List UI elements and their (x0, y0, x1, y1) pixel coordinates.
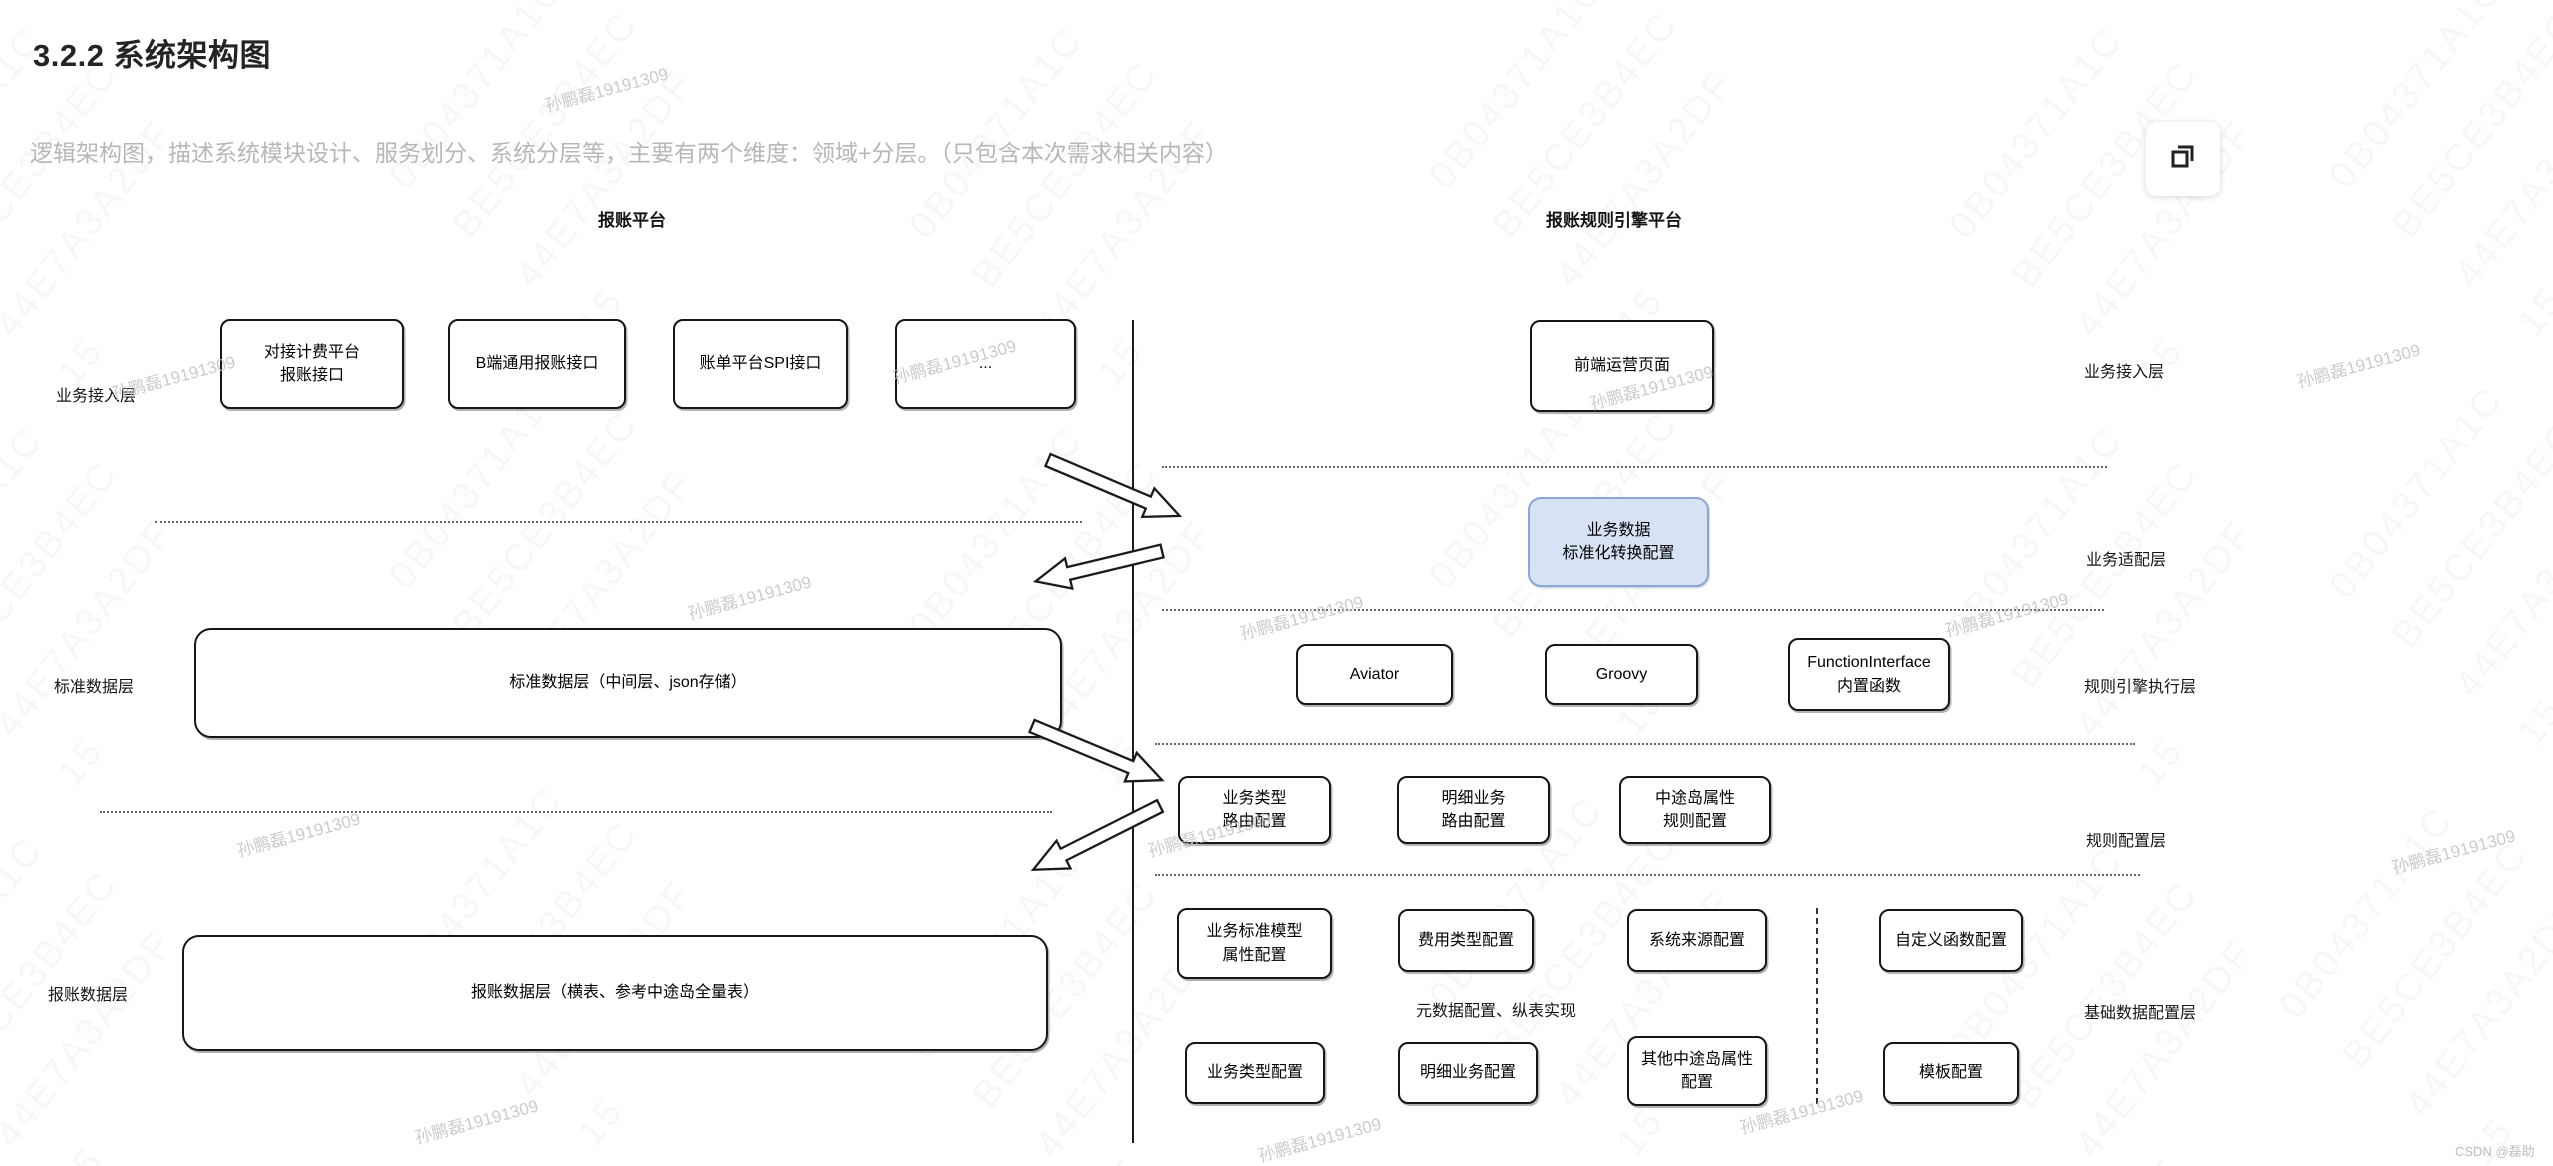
watermark-username: 孙鹏磊19191309 (413, 1096, 541, 1148)
layer-label-right-rule-config: 规则配置层 (2086, 833, 2167, 850)
layer-label-right-base-config: 基础数据配置层 (2084, 1005, 2197, 1022)
watermark-hash: 0B04371A1C BE5CE3B4EC 44E7A3A2DF 15 (1927, 0, 2348, 406)
node-billing-platform-interface: 对接计费平台 报账接口 (220, 319, 404, 409)
watermark-hash: 0B04371A1C BE5CE3B4EC 44E7A3A2DF 15 (2307, 353, 2553, 766)
arrow-right-to-left-bottom (1030, 798, 1165, 872)
watermark-username: 孙鹏磊19191309 (1238, 592, 1366, 644)
page-subtitle: 逻辑架构图，描述系统模块设计、服务划分、系统分层等，主要有两个维度：领域+分层。… (30, 140, 1228, 166)
watermark-hash: 0B04371A1C BE5CE3B4EC 44E7A3A2DF 15 (1407, 0, 1828, 356)
layer-label-left-access: 业务接入层 (56, 388, 137, 405)
node-standard-model-attr-config: 业务标准模型 属性配置 (1177, 908, 1332, 979)
copy-button[interactable] (2146, 122, 2220, 196)
copy-icon (2167, 141, 2199, 178)
node-b2b-general-interface: B端通用报账接口 (448, 319, 626, 409)
node-template-config: 模板配置 (1883, 1042, 2019, 1104)
node-groovy: Groovy (1545, 644, 1698, 705)
base-config-group-divider (1816, 908, 1818, 1104)
node-midway-attr-rule-config: 中途岛属性 规则配置 (1619, 776, 1771, 844)
node-business-type-route-config: 业务类型 路由配置 (1178, 776, 1331, 844)
watermark-username: 孙鹏磊19191309 (686, 572, 814, 624)
node-frontend-ops-page: 前端运营页面 (1530, 320, 1714, 412)
node-more-ellipsis: ... (895, 319, 1076, 409)
node-aviator: Aviator (1296, 644, 1453, 705)
node-business-data-standardize-config: 业务数据 标准化转换配置 (1528, 497, 1709, 587)
base-config-note: 元数据配置、纵表实现 (1415, 1003, 1576, 1020)
watermark-username: 孙鹏磊19191309 (235, 809, 363, 861)
watermark-username: 孙鹏磊19191309 (1256, 1114, 1384, 1166)
layer-label-left-standard: 标准数据层 (54, 679, 135, 696)
watermark-hash: 0B04371A1C BE5CE3B4EC 44E7A3A2DF 15 (1927, 813, 2348, 1166)
watermark-username: 孙鹏磊19191309 (2390, 826, 2518, 878)
node-detail-business-config: 明细业务配置 (1398, 1042, 1538, 1104)
layer-label-right-engine: 规则引擎执行层 (2084, 679, 2197, 696)
watermark-hash: 0B04371A1C BE5CE3B4EC 44E7A3A2DF 15 (0, 393, 268, 806)
platform-title-right: 报账规则引擎平台 (1546, 211, 1682, 230)
arrow-right-to-left-middle (1032, 543, 1165, 590)
node-business-type-config: 业务类型配置 (1185, 1042, 1325, 1104)
watermark-username: 孙鹏磊19191309 (1943, 589, 2071, 641)
node-other-midway-attr-config: 其他中途岛属性 配置 (1627, 1036, 1767, 1106)
watermark-hash: 0B04371A1C BE5CE3B4EC 44E7A3A2DF 15 (2257, 773, 2553, 1166)
node-system-source-config: 系统来源配置 (1627, 909, 1767, 972)
node-custom-function-config: 自定义函数配置 (1879, 909, 2023, 972)
right-layer-separator-1 (1162, 466, 2107, 468)
watermark-hash: 0B04371A1C BE5CE3B4EC 44E7A3A2DF 15 (2307, 0, 2553, 356)
node-standard-data-layer: 标准数据层（中间层、json存储） (194, 628, 1062, 738)
watermark-username: 孙鹏磊19191309 (543, 64, 671, 116)
node-fee-type-config: 费用类型配置 (1398, 909, 1534, 972)
page-title: 3.2.2 系统架构图 (33, 38, 272, 73)
node-function-interface: FunctionInterface 内置函数 (1788, 638, 1950, 711)
right-layer-separator-2 (1162, 609, 2104, 611)
layer-label-left-report: 报账数据层 (48, 987, 129, 1004)
right-layer-separator-3 (1155, 743, 2135, 745)
layer-label-right-access: 业务接入层 (2084, 364, 2165, 381)
watermark-username: 孙鹏磊19191309 (2295, 340, 2423, 392)
layer-label-right-adapter: 业务适配层 (2086, 552, 2167, 569)
arrow-left-to-right-top (1043, 452, 1183, 519)
node-detail-business-route-config: 明细业务 路由配置 (1397, 776, 1550, 844)
left-layer-separator-2 (100, 811, 1052, 813)
node-bill-platform-spi: 账单平台SPI接口 (673, 319, 848, 409)
platform-divider-line (1132, 320, 1134, 1143)
csdn-credit: CSDN @磊助 (2455, 1144, 2535, 1159)
watermark-hash: 0B04371A1C BE5CE3B4EC 44E7A3A2DF 15 (367, 0, 788, 356)
left-layer-separator-1 (155, 521, 1082, 523)
platform-title-left: 报账平台 (598, 211, 666, 230)
right-layer-separator-4 (1155, 874, 2140, 876)
node-report-data-layer: 报账数据层（横表、参考中途岛全量表） (182, 935, 1048, 1051)
